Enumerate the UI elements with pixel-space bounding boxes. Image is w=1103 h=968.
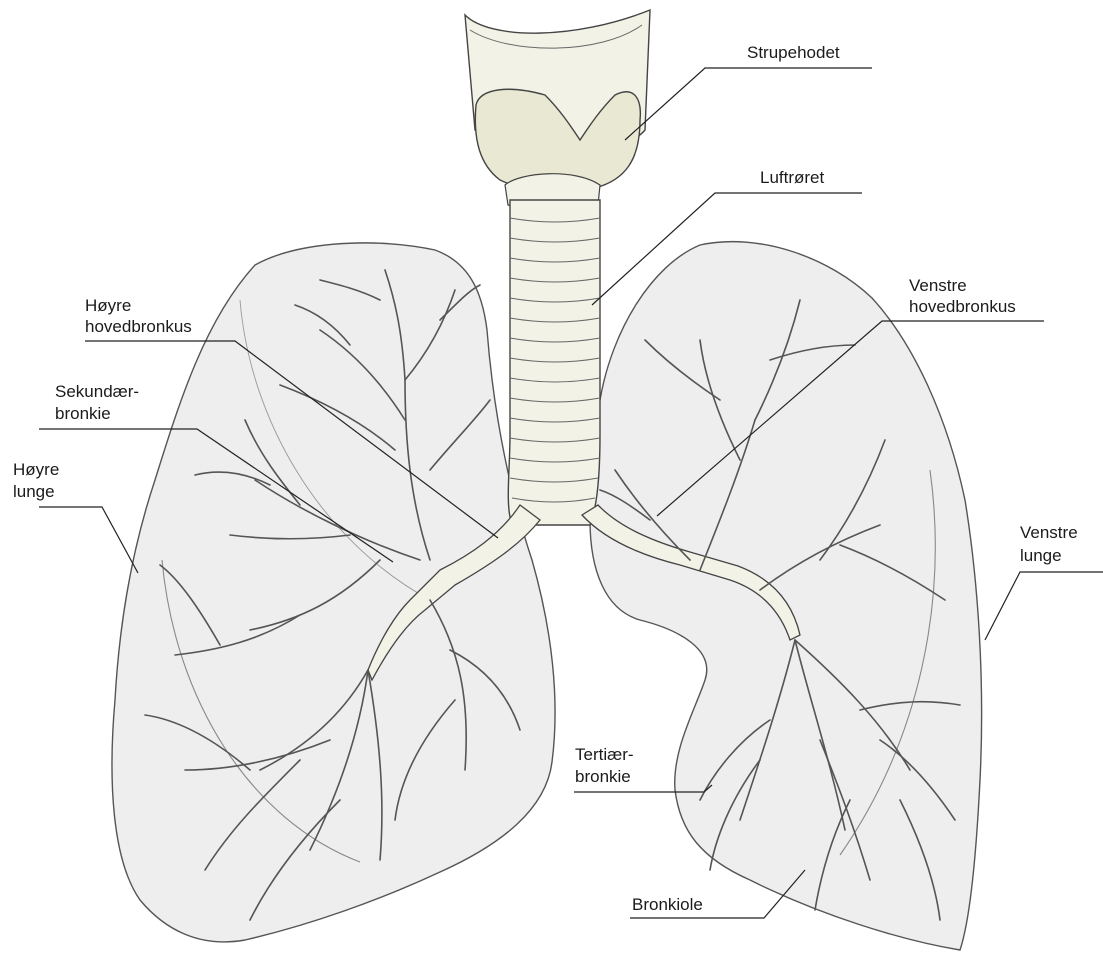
trachea	[508, 200, 600, 525]
label-venstre-lunge: Venstre	[1020, 523, 1078, 542]
leader-strupehodet	[625, 68, 872, 140]
larynx	[465, 10, 650, 210]
label-venstre-hovedbronkus: Venstre	[909, 276, 967, 295]
label-tertiaerbronkie-2: bronkie	[575, 767, 631, 786]
label-luftroret: Luftrøret	[760, 168, 825, 187]
label-hoyre-lunge: Høyre	[13, 460, 59, 479]
label-hoyre-hovedbronkus: Høyre	[85, 296, 131, 315]
right-lung	[112, 243, 555, 942]
label-sekundaerbronkie-2: bronkie	[55, 404, 111, 423]
leader-venstre-lunge	[985, 572, 1103, 640]
label-hoyre-lunge-2: lunge	[13, 482, 55, 501]
leader-hoyre-lunge	[39, 507, 138, 573]
label-bronkiole: Bronkiole	[632, 895, 703, 914]
label-venstre-lunge-2: lunge	[1020, 546, 1062, 565]
label-sekundaerbronkie: Sekundær-	[55, 382, 139, 401]
label-tertiaerbronkie: Tertiær-	[575, 745, 634, 764]
label-hoyre-hovedbronkus-2: hovedbronkus	[85, 317, 192, 336]
label-strupehodet: Strupehodet	[747, 43, 840, 62]
label-venstre-hovedbronkus-2: hovedbronkus	[909, 297, 1016, 316]
